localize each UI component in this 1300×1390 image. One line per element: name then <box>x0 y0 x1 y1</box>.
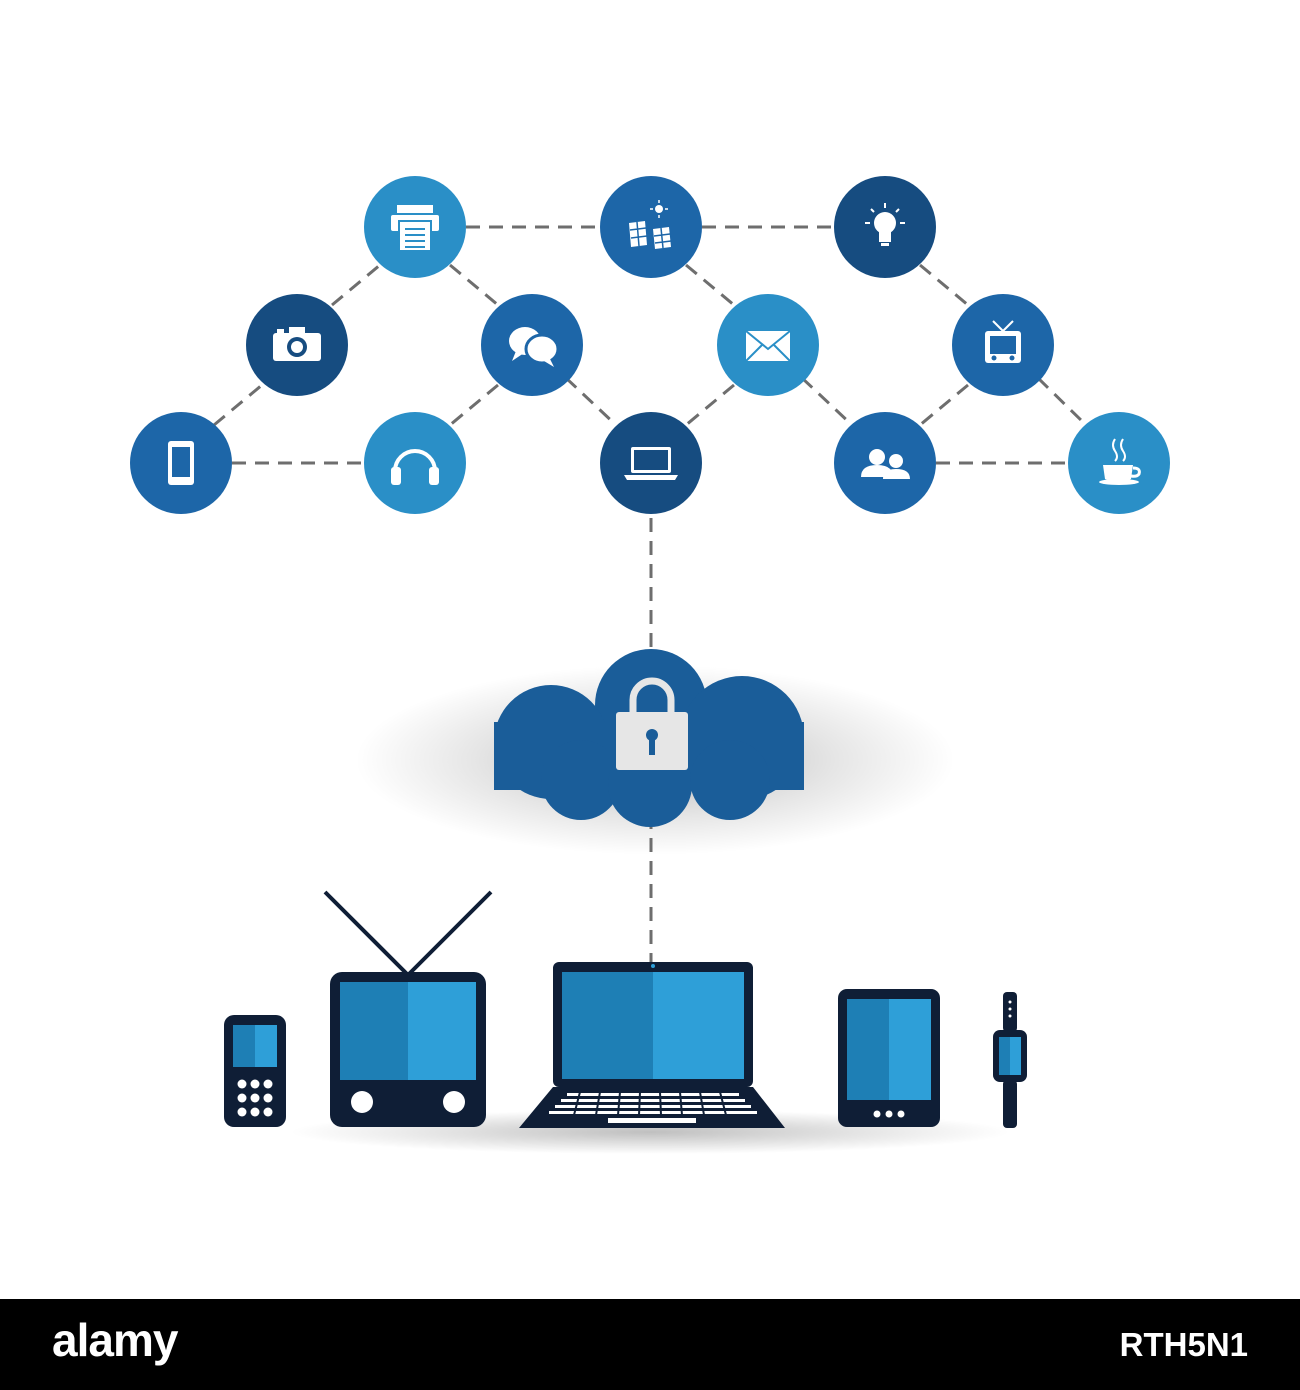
tablet-device-icon <box>838 989 940 1127</box>
cloud <box>494 649 804 827</box>
link-printer-chat <box>449 263 499 307</box>
node-bulb[interactable] <box>834 176 936 278</box>
connection-lines <box>213 225 1088 962</box>
mobile-phone-icon <box>224 1015 286 1127</box>
tablet-icon <box>168 441 194 485</box>
users-icon <box>861 449 910 479</box>
link-bulb-tv <box>919 263 969 307</box>
envelope-icon <box>745 330 791 362</box>
smartwatch-icon <box>993 992 1027 1128</box>
coffee-cup-icon <box>1099 438 1141 485</box>
network-nodes <box>130 176 1170 514</box>
printer-icon <box>391 205 439 252</box>
camera-icon <box>273 327 321 361</box>
headphones-icon <box>391 449 439 485</box>
solar-panel-icon <box>629 200 672 249</box>
node-laptop[interactable] <box>600 412 702 514</box>
node-tablet[interactable] <box>130 412 232 514</box>
chat-bubbles-icon <box>509 327 560 367</box>
node-users[interactable] <box>834 412 936 514</box>
network-diagram <box>130 176 1170 1154</box>
node-tv[interactable] <box>952 294 1054 396</box>
link-tv-users <box>919 383 969 427</box>
link-solar-mail <box>685 263 735 307</box>
padlock-icon <box>616 677 688 770</box>
node-printer[interactable] <box>364 176 466 278</box>
image-code: RTH5N1 <box>1119 1326 1248 1363</box>
link-mail-laptop <box>685 383 735 427</box>
link-tv-coffee <box>1036 376 1088 427</box>
light-bulb-icon <box>865 203 905 246</box>
link-chat-laptop <box>564 376 618 427</box>
node-coffee[interactable] <box>1068 412 1170 514</box>
footer-bar: alamy RTH5N1 <box>0 1299 1300 1390</box>
node-camera[interactable] <box>246 294 348 396</box>
node-chat[interactable] <box>481 294 583 396</box>
laptop-icon <box>624 447 678 480</box>
link-chat-headphones <box>449 383 499 427</box>
alamy-logo[interactable]: alamy <box>52 1314 178 1366</box>
television-icon <box>323 890 493 1127</box>
laptop-device-icon <box>519 962 785 1128</box>
node-mail[interactable] <box>717 294 819 396</box>
node-solar[interactable] <box>600 176 702 278</box>
link-tablet-camera <box>213 383 263 427</box>
devices <box>224 890 1027 1128</box>
link-mail-users <box>800 376 854 427</box>
link-camera-printer <box>331 263 381 307</box>
tv-icon <box>985 320 1021 363</box>
node-headphones[interactable] <box>364 412 466 514</box>
